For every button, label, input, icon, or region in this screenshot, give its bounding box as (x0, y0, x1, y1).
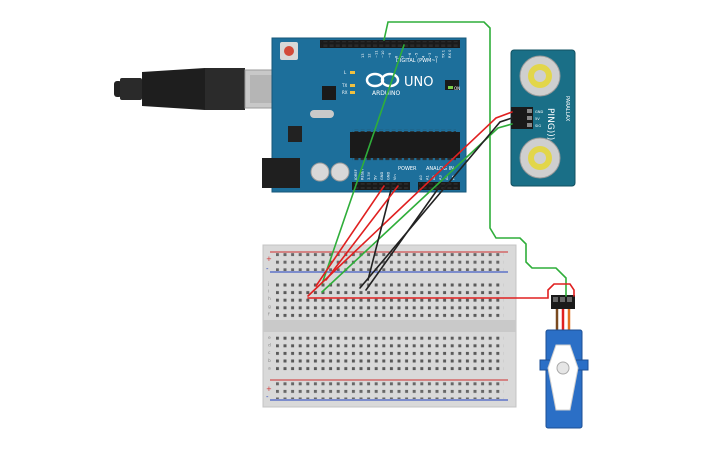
wire-red-servo-power[interactable] (307, 283, 575, 299)
row-letter-bottom-4: a (268, 366, 271, 371)
usb-cable[interactable] (114, 68, 298, 110)
micro-servo[interactable] (539, 295, 589, 429)
row-letter-top-4: f (268, 311, 270, 317)
rail-plus-label: + (266, 255, 272, 263)
digital-pin-label-7: ~6 (408, 52, 412, 58)
ping-pin-label-1: 5V (535, 117, 540, 121)
arduino-model: UNO (404, 75, 433, 90)
digital-pin-label-10: ~3 (428, 53, 432, 58)
power-pin-label-6: Vin (393, 174, 397, 180)
wire-red-vin[interactable] (325, 185, 399, 281)
wire-green-digital[interactable] (321, 44, 405, 285)
row-letter-top-3: g (268, 305, 271, 310)
row-letter-bottom-1: d (268, 343, 271, 349)
analog-pin-label-0: A0 (419, 175, 423, 180)
rail-minus-label: - (266, 265, 269, 273)
power-pin-label-0: IOREF (354, 169, 358, 180)
digital-pin-label-13: RX 0 (448, 49, 452, 58)
wire-black-gnd[interactable] (367, 185, 393, 281)
analog-pin-label-1: A1 (426, 175, 430, 180)
power-pin-label-1: RESET (361, 168, 365, 180)
l-led-label: L (344, 70, 347, 75)
power-pin-label-5: GND (387, 172, 391, 180)
tx-led-label: TX (341, 83, 347, 88)
digital-pin-label-4: ~9 (388, 52, 392, 58)
ping-maker: PARALLAX (564, 96, 570, 122)
on-led-label: ON (454, 86, 460, 91)
wire-black-gnd-2[interactable] (365, 185, 441, 291)
digital-pin-label-8: ~5 (415, 53, 419, 58)
row-letter-bottom-3: b (268, 358, 271, 364)
analog-pin-label-4: A4 (445, 175, 449, 180)
ping-pin-label-0: GND (535, 110, 543, 114)
digital-pin-label-11: 2 (435, 56, 439, 58)
digital-pin-label-9: 4 (421, 55, 425, 58)
digital-pin-label-5: 8 (395, 55, 399, 58)
digital-pin-label-6: 7 (401, 56, 405, 58)
digital-pin-label-12: TX 1 (441, 50, 445, 59)
power-jack[interactable] (262, 158, 300, 188)
ping-pin-label-2: SIG (535, 124, 541, 128)
power-header-label: POWER (398, 166, 417, 172)
digital-pin-label-3: ~10 (381, 50, 385, 58)
power-pin-label-4: GND (380, 172, 384, 180)
power-pin-label-3: 5V (374, 175, 378, 180)
rail-minus-label-bottom: - (266, 393, 269, 401)
wire-green-servo-signal[interactable] (383, 21, 567, 297)
digital-header-label: DIGITAL (PWM~) (396, 58, 438, 64)
row-letter-top-2: h (268, 296, 271, 302)
rx-led-label: RX (342, 90, 348, 95)
arduino-uno-board[interactable]: ARDUINO UNO DIGITAL (PWM~) POWER ANALOG … (262, 37, 467, 193)
row-letter-top-0: j (267, 281, 269, 287)
rail-plus-label-bottom: + (266, 385, 272, 393)
ping-title: PING))) (545, 108, 555, 140)
atmega-chip (350, 132, 460, 158)
row-letter-bottom-0: e (268, 336, 271, 341)
wire-red-ping-5v[interactable] (307, 111, 513, 297)
ping-ultrasonic-sensor[interactable]: PING))) PARALLAX GND 5V SIG (510, 49, 576, 187)
arduino-brand: ARDUINO (372, 90, 401, 97)
wire-green-ping-sig[interactable] (321, 123, 513, 293)
digital-pin-label-1: 12 (368, 53, 372, 58)
wire-red-5v[interactable] (315, 185, 385, 287)
wires (307, 21, 575, 299)
analog-pin-label-3: A3 (439, 175, 443, 180)
power-pin-label-2: 3.3V (367, 171, 371, 180)
ping-pin-labels: GND 5V SIG (535, 110, 543, 128)
digital-pin-label-0: 13 (361, 53, 365, 58)
row-letter-bottom-2: c (268, 351, 271, 356)
digital-pin-label-2: ~11 (374, 50, 378, 58)
row-letter-top-1: i (268, 289, 269, 295)
servo-horn-icon (547, 344, 579, 411)
analog-header-label: ANALOG IN (426, 166, 454, 172)
